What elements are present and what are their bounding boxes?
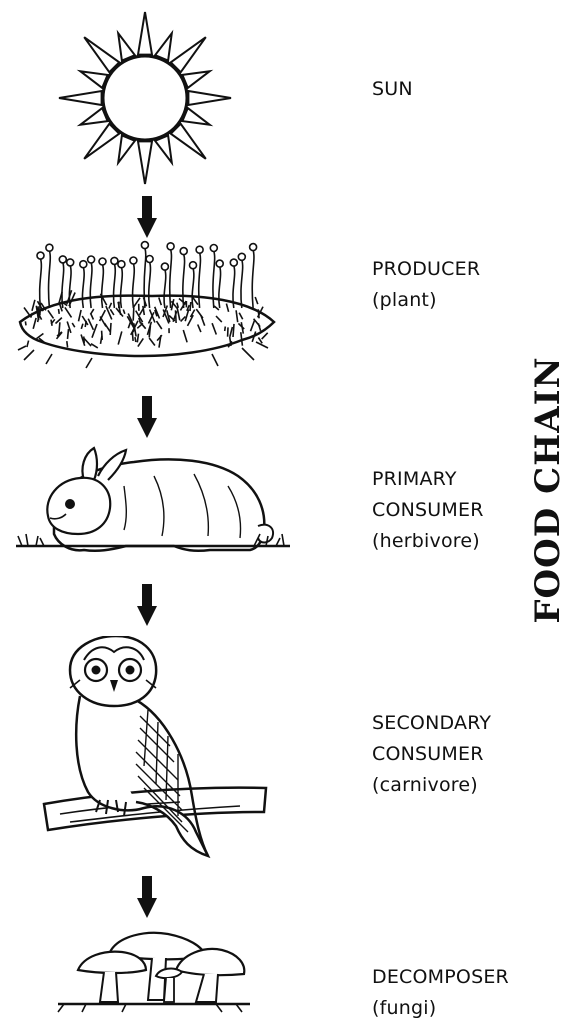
level-text: CONSUMER xyxy=(372,495,484,526)
level-label-primary-consumer: PRIMARY CONSUMER (herbivore) xyxy=(372,464,484,557)
diagram-title: FOOD CHAIN xyxy=(528,356,568,623)
level-text: DECOMPOSER xyxy=(372,962,509,993)
owl-icon xyxy=(40,636,272,868)
level-label-decomposer: DECOMPOSER (fungi) xyxy=(372,962,509,1024)
mushroom-icon xyxy=(56,926,252,1013)
level-text: PRIMARY xyxy=(372,464,484,495)
level-text: (herbivore) xyxy=(372,526,484,557)
diagram-title-container: FOOD CHAIN xyxy=(528,360,568,620)
level-text: SECONDARY xyxy=(372,708,491,739)
level-text: (plant) xyxy=(372,285,480,316)
sun-icon xyxy=(55,8,235,188)
level-label-secondary-consumer: SECONDARY CONSUMER (carnivore) xyxy=(372,708,491,801)
arrow-down-icon xyxy=(137,396,157,438)
level-label-sun: SUN xyxy=(372,74,413,105)
level-text: (fungi) xyxy=(372,993,509,1024)
arrow-down-icon xyxy=(137,584,157,626)
level-text: (carnivore) xyxy=(372,770,491,801)
level-text: PRODUCER xyxy=(372,254,480,285)
arrow-down-icon xyxy=(137,876,157,918)
level-label-producer: PRODUCER (plant) xyxy=(372,254,480,316)
arrow-down-icon xyxy=(137,196,157,238)
plant-icon xyxy=(12,238,282,370)
level-text: CONSUMER xyxy=(372,739,491,770)
level-text: SUN xyxy=(372,74,413,105)
rabbit-icon xyxy=(14,446,294,566)
